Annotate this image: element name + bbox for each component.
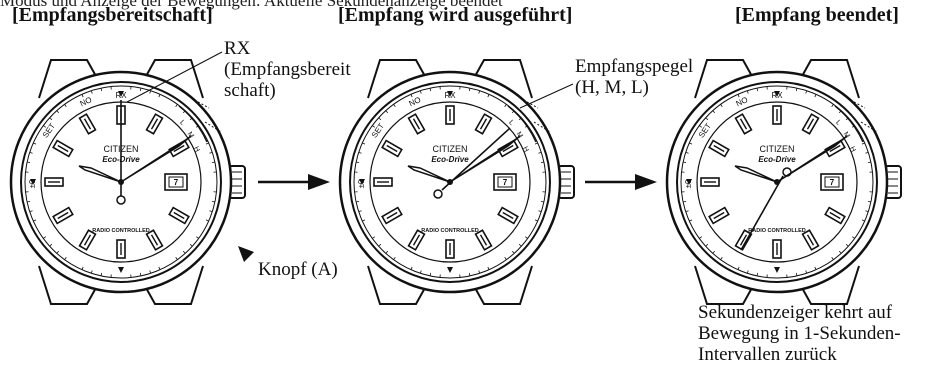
level-callout-label: Empfangspegel (H, M, L) [575, 56, 693, 98]
sub-brand-logo: Eco-Drive [758, 155, 796, 164]
rx-mark: RX [444, 91, 456, 100]
arrow-right-icon [308, 174, 330, 190]
rx-callout-label: RX (Empfangsbereit schaft) [224, 38, 351, 101]
hour-hand [734, 165, 778, 183]
brand-logo: CITIZEN [433, 144, 468, 154]
level-h-mark: H [848, 146, 856, 154]
intro-line-cut: Modus und Anzeige der Bewegungen: Aktuel… [0, 0, 503, 10]
stage-3-title: [Empfang beendet] [735, 4, 899, 26]
level-callout-line-1: Empfangspegel [575, 56, 694, 77]
stage-1-title: [Empfangsbereitschaft] [12, 4, 213, 26]
sub-brand-logo: Eco-Drive [431, 155, 469, 164]
date-digit: 7 [830, 178, 835, 187]
date-window [164, 173, 188, 191]
rx-mark: RX [115, 91, 127, 100]
level-l-mark: L [178, 119, 186, 127]
minute-hand [776, 135, 848, 183]
level-h-mark: H [192, 146, 200, 154]
zero-mark: ±0 [357, 179, 366, 188]
button-callout-label: Knopf (A) [258, 259, 338, 280]
second-hand [441, 127, 511, 191]
result-line-3: Intervallen zurück [698, 344, 837, 365]
date-digit: 7 [503, 178, 508, 187]
rx-callout-line-3: schaft) [224, 80, 276, 101]
button-pointer-icon [238, 246, 254, 262]
brand-logo: CITIZEN [760, 144, 795, 154]
date-window [820, 173, 844, 191]
radio-controlled-label: RADIO CONTROLLED [92, 228, 149, 234]
level-l-mark: L [507, 119, 515, 127]
level-m-mark: M [515, 131, 524, 140]
result-callout-label: Sekundenzeiger kehrt auf Bewegung in 1-S… [698, 302, 901, 365]
date-digit: 7 [174, 178, 179, 187]
zero-mark: ±0 [684, 179, 693, 188]
stage-2-title: [Empfang wird ausgeführt] [338, 4, 573, 26]
minute-hand [449, 135, 521, 183]
level-callout-line-2: (H, M, L) [575, 77, 649, 98]
rx-callout-line-2: (Empfangsbereit [224, 59, 351, 80]
radio-controlled-label: RADIO CONTROLLED [748, 228, 805, 234]
result-line-2: Bewegung in 1-Sekunden- [698, 323, 901, 344]
second-hand [740, 175, 784, 251]
radio-controlled-label: RADIO CONTROLLED [421, 228, 478, 234]
minute-hand [120, 135, 192, 183]
result-line-1: Sekundenzeiger kehrt auf [698, 302, 893, 323]
level-h-mark: H [521, 146, 529, 154]
level-l-mark: L [834, 119, 842, 127]
hour-hand [78, 165, 122, 183]
hour-hand [407, 165, 451, 183]
rx-callout-line-1: RX [224, 38, 251, 59]
date-window [493, 173, 517, 191]
rx-mark: RX [771, 91, 783, 100]
level-m-mark: M [842, 131, 851, 140]
level-m-mark: M [186, 131, 195, 140]
arrow-right-icon [635, 174, 657, 190]
zero-mark: ±0 [28, 179, 37, 188]
